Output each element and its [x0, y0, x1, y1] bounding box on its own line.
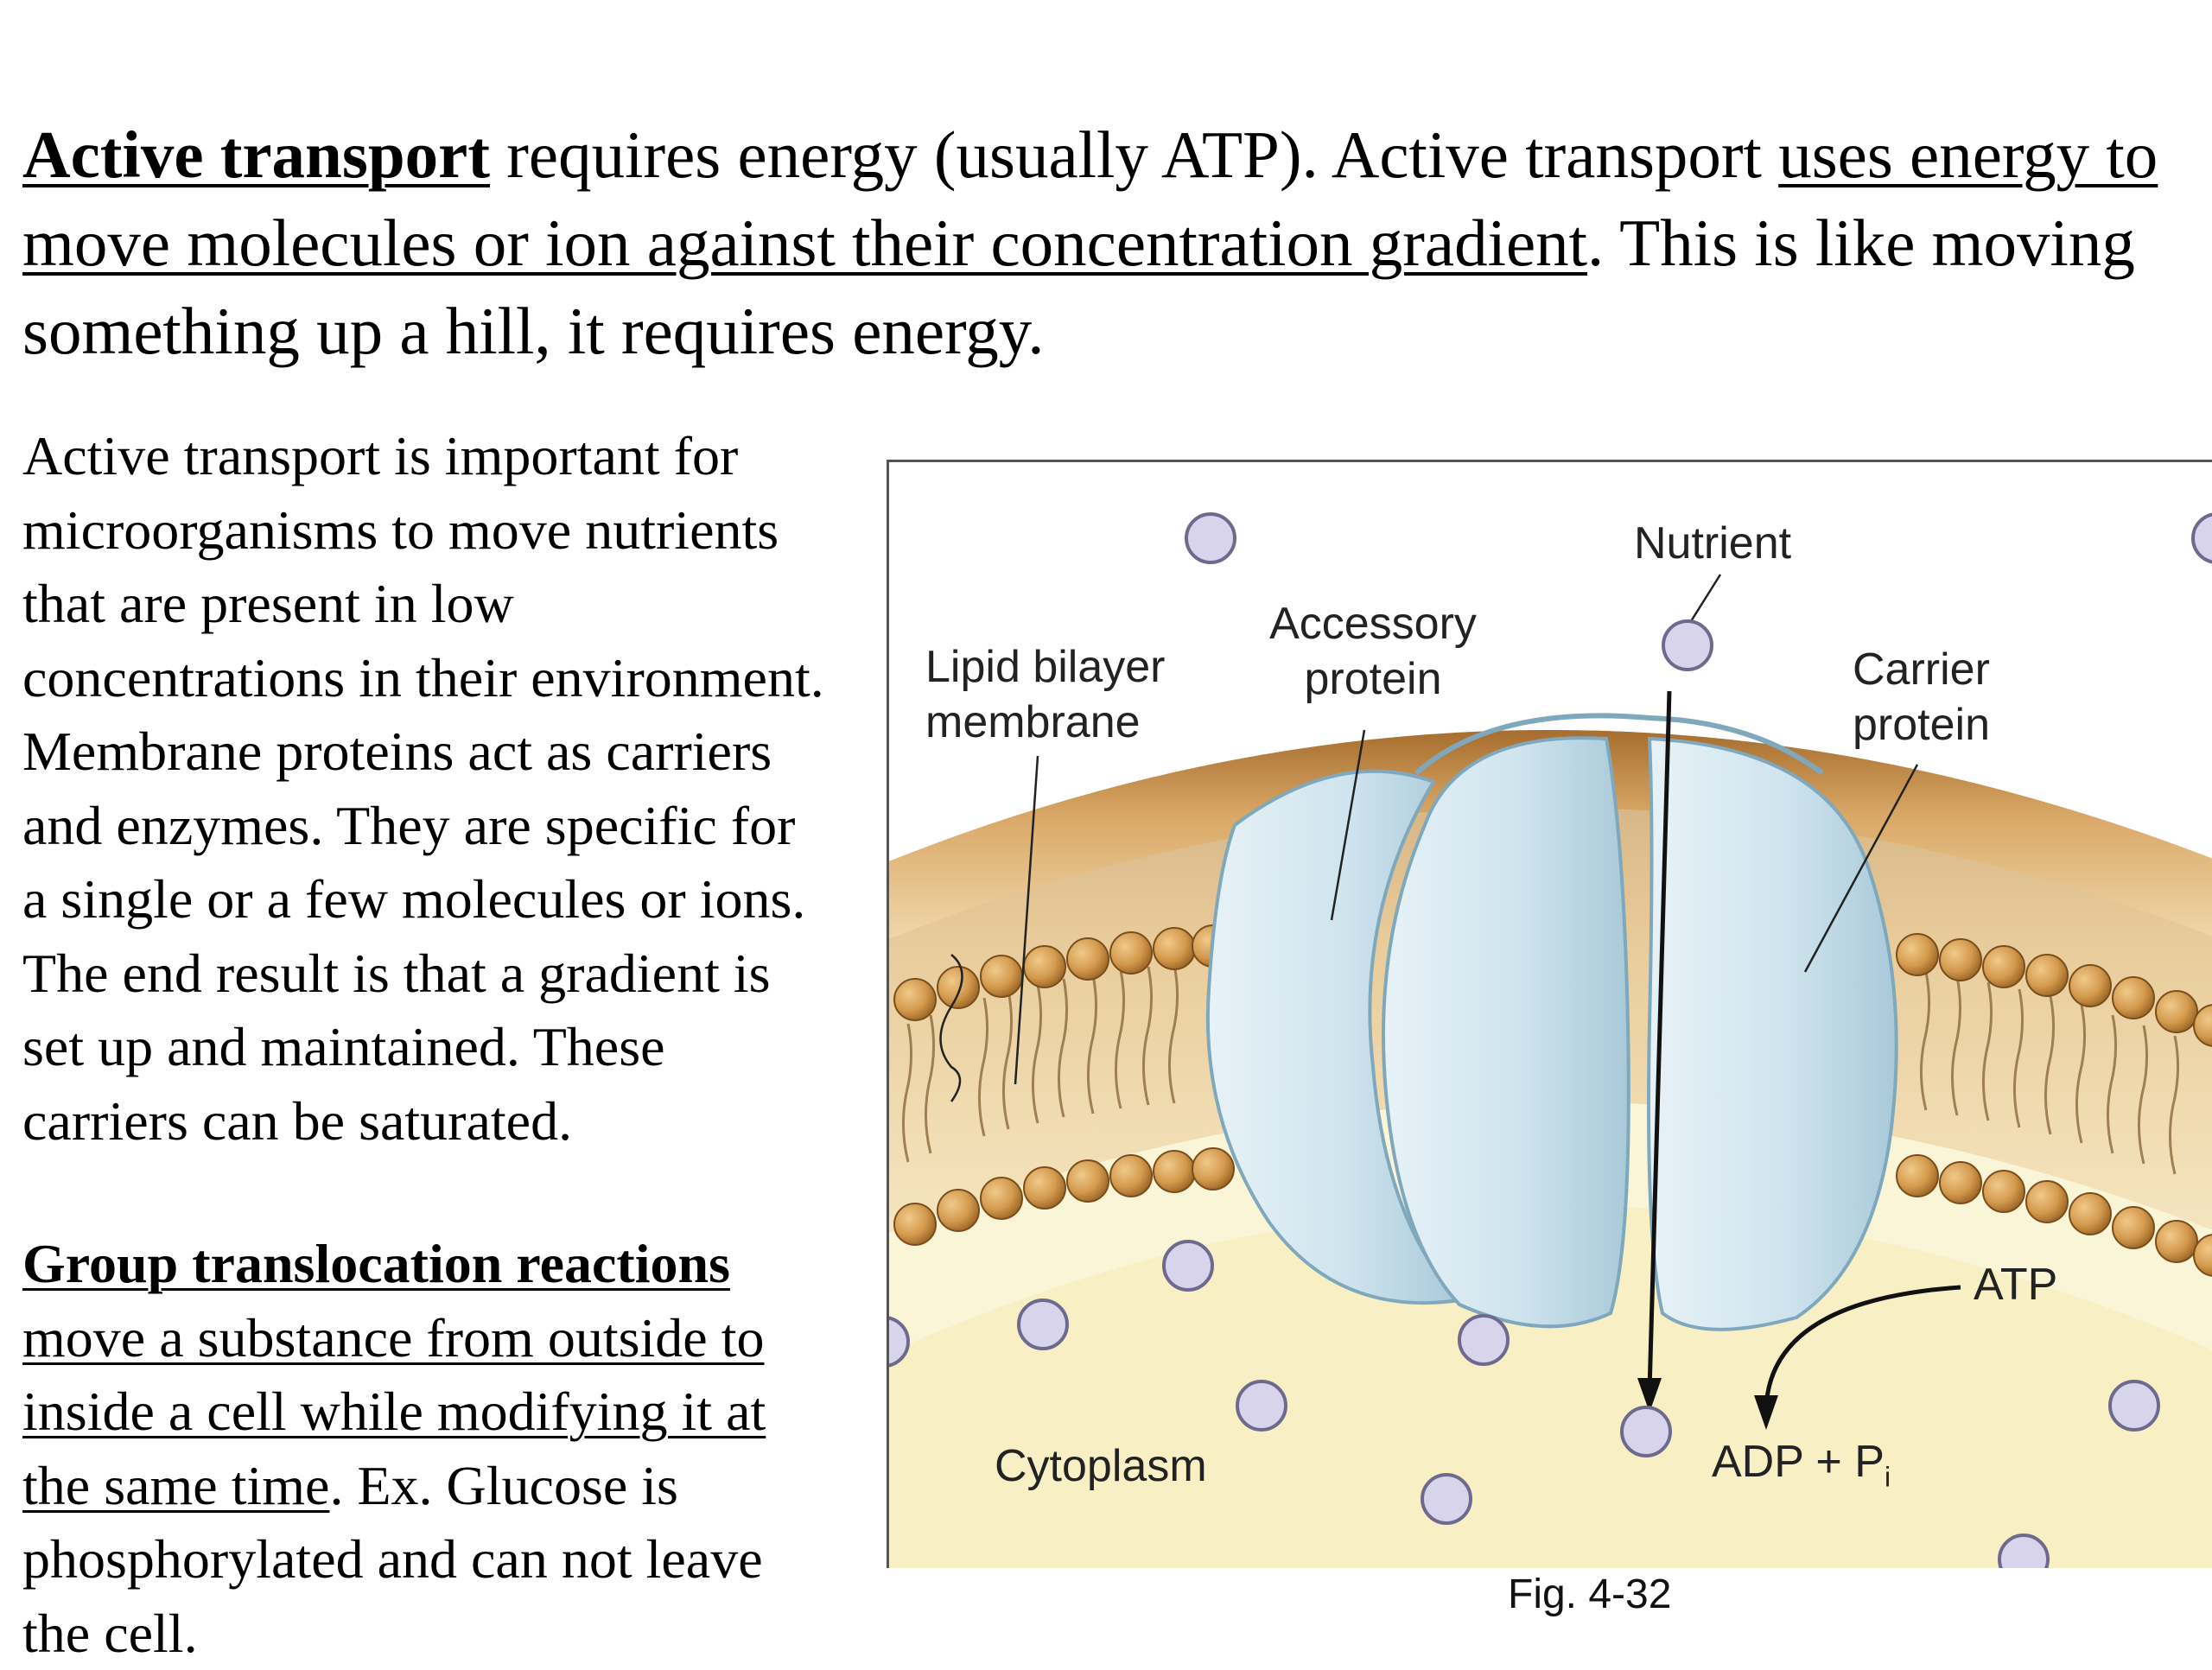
text-line: Membrane proteins act as carriers: [22, 714, 895, 789]
text-line: carriers can be saturated.: [22, 1084, 895, 1159]
text-line: that are present in low: [22, 567, 895, 641]
active-transport-paragraph: Active transport is important for microo…: [22, 419, 895, 1158]
text-line: The end result is that a gradient is: [22, 937, 895, 1011]
text-line: Active transport is important for: [22, 419, 895, 493]
label-nutrient: Nutrient: [1634, 516, 1791, 571]
membrane-transport-figure: Nutrient Accessory protein Lipid bilayer…: [887, 460, 2212, 1568]
text-line: a single or a few molecules or ions.: [22, 862, 895, 937]
text-line: the same time. Ex. Glucose is: [22, 1449, 895, 1523]
label-lipid-bilayer: Lipid bilayer membrane: [925, 639, 1166, 750]
text-line: set up and maintained. These: [22, 1010, 895, 1084]
label-cytoplasm: Cytoplasm: [995, 1438, 1207, 1494]
intro-paragraph: Active transport requires energy (usuall…: [22, 111, 2183, 375]
text-line: inside a cell while modifying it at: [22, 1375, 895, 1449]
text-line: concentrations in their environment.: [22, 641, 895, 715]
text-line: phosphorylated and can not leave: [22, 1522, 895, 1597]
membrane-diagram: [889, 462, 2212, 1568]
left-column: Active transport is important for microo…: [22, 419, 895, 1670]
active-transport-term: Active transport: [22, 117, 490, 192]
intro-text-1: requires energy (usually ATP). Active tr…: [490, 117, 1778, 192]
label-accessory-protein: Accessory protein: [1256, 596, 1490, 707]
label-atp: ATP: [1974, 1257, 2057, 1312]
text-line: the cell.: [22, 1597, 895, 1670]
text-line: microorganisms to move nutrients: [22, 493, 895, 568]
text-line: move a substance from outside to: [22, 1301, 895, 1375]
paragraph-gap: [22, 1158, 895, 1227]
group-heading: Group translocation reactions: [22, 1227, 895, 1301]
figure-caption: Fig. 4-32: [1508, 1571, 1671, 1618]
text-line: and enzymes. They are specific for: [22, 789, 895, 863]
group-translocation-paragraph: Group translocation reactions move a sub…: [22, 1227, 895, 1670]
label-carrier-protein: Carrier protein: [1853, 642, 1990, 752]
label-adp: ADP + Pi: [1712, 1434, 1891, 1504]
